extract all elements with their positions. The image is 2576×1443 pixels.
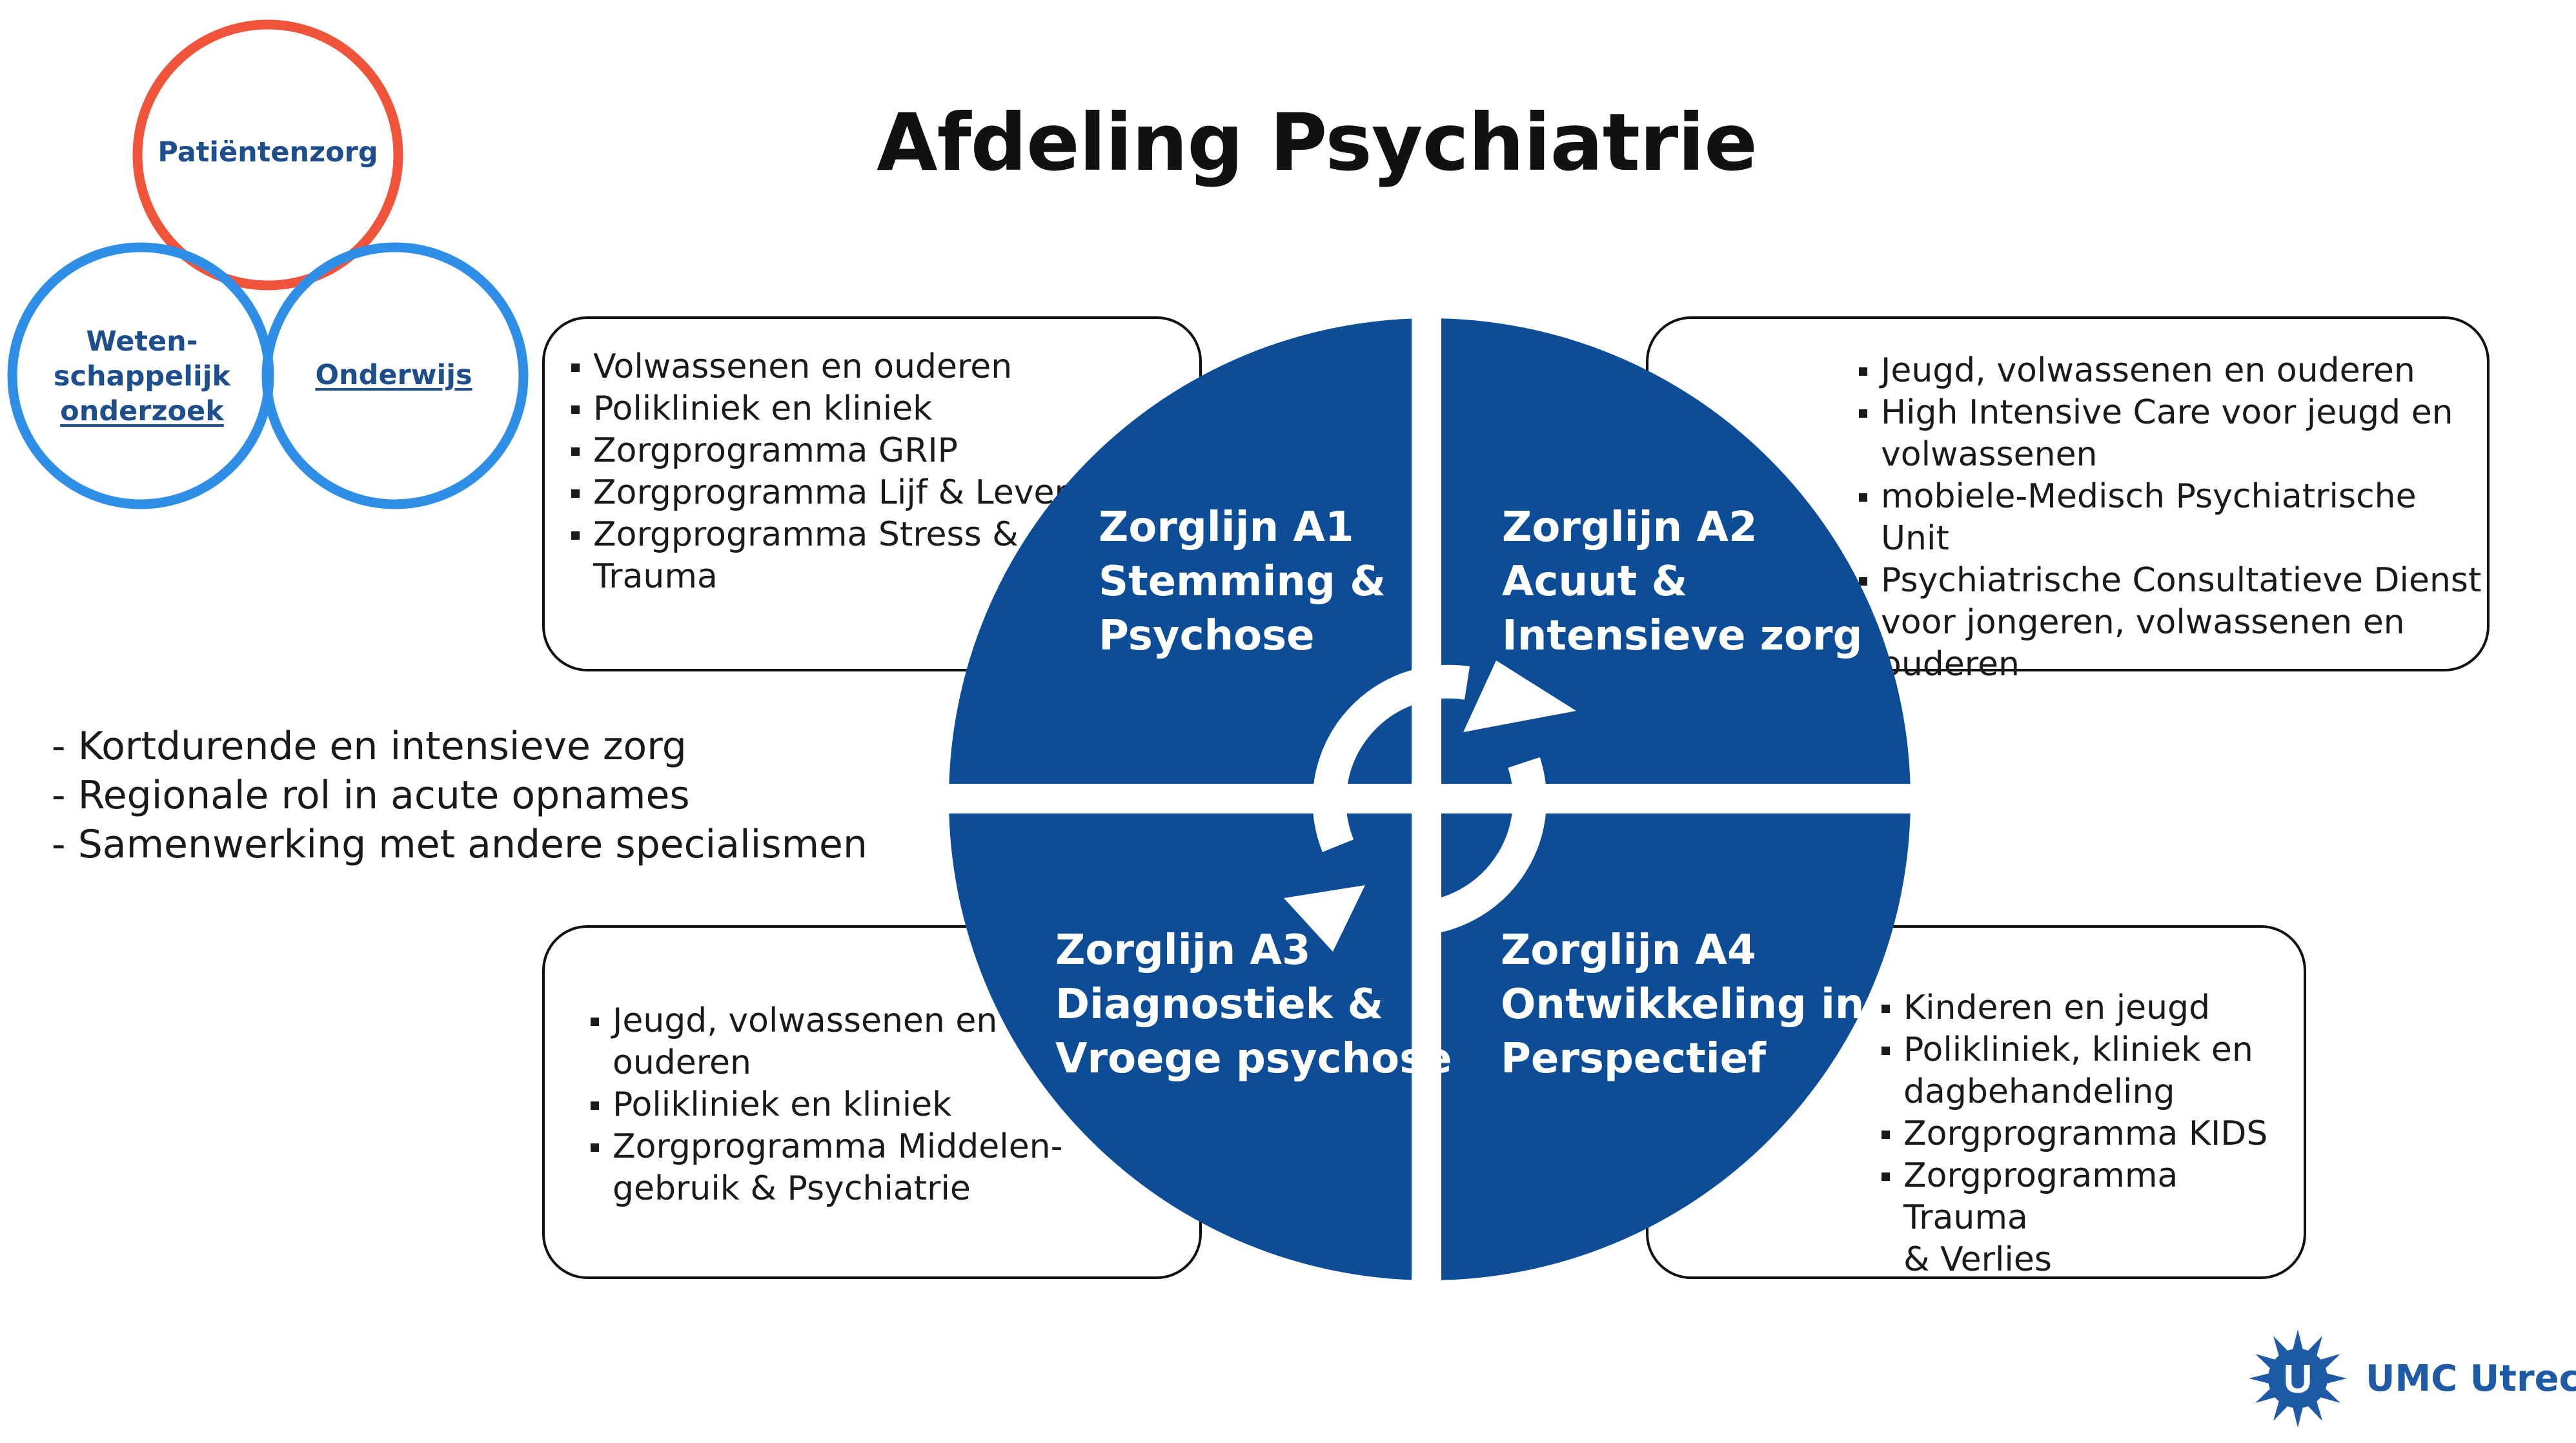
info-list-a2: Jeugd, volwassenen en ouderen High Inten… (1855, 350, 2487, 686)
info-list-a1: Volwassenen en ouderen Polikliniek en kl… (567, 346, 1075, 598)
info-list-a3: Jeugd, volwassenen en ouderen Poliklinie… (587, 1000, 1062, 1210)
info-list-a4: Kinderen en jeugd Polikliniek, kliniek e… (1878, 987, 2304, 1281)
list-item: Zorgprogramma Lijf & Leven (567, 472, 1075, 514)
feature-item: - Regionale rol in acute opnames (52, 773, 690, 818)
list-item: Zorgprogramma KIDS (1878, 1113, 2304, 1155)
venn-circle-onderwijs (261, 242, 529, 509)
venn-label-onderzoek: Weten- schappelijk onderzoek (53, 325, 231, 427)
venn-label-patientenzorg: Patiëntenzorg (157, 136, 378, 169)
quadrant-label-a2: Zorglijn A2 Acuut & Intensieve zorg (1502, 504, 1863, 660)
list-item: Polikliniek en kliniek (587, 1084, 1062, 1126)
list-item: Jeugd, volwassenen en ouderen (1855, 350, 2487, 392)
quadrant-label-a4: Zorglijn A4 Ontwikkeling in Perspectief (1501, 926, 1865, 1083)
zorglijn-circle (949, 318, 1911, 1280)
quadrant-label-a1: Zorglijn A1 Stemming & Psychose (1099, 504, 1386, 660)
feature-item: - Samenwerking met andere specialismen (52, 822, 867, 867)
venn-label-onderwijs: Onderwijs (315, 359, 472, 391)
list-item: Zorgprogramma Trauma & Verlies (1878, 1155, 2304, 1281)
features-list: - Kortdurende en intensieve zorg - Regio… (52, 722, 867, 869)
feature-item: - Kortdurende en intensieve zorg (52, 724, 687, 769)
list-item: Kinderen en jeugd (1878, 987, 2304, 1029)
list-item: Psychiatrische Consultatieve Dienst voor… (1855, 560, 2487, 686)
umc-sun-icon: U (2249, 1329, 2347, 1428)
list-item: Zorgprogramma GRIP (567, 430, 1075, 472)
list-item: Volwassenen en ouderen (567, 346, 1075, 388)
list-item: Zorgprogramma Stress & Trauma (567, 514, 1075, 598)
venn-diagram (7, 19, 529, 509)
svg-text:U: U (2284, 1357, 2313, 1402)
list-item: mobiele-Medisch Psychiatrische Unit (1855, 476, 2487, 560)
quadrant-label-a3: Zorglijn A3 Diagnostiek & Vroege psychos… (1055, 926, 1452, 1083)
page-title: Afdeling Psychiatrie (877, 97, 1758, 189)
list-item: Polikliniek en kliniek (567, 388, 1075, 430)
list-item: Zorgprogramma Middelen- gebruik & Psychi… (587, 1126, 1062, 1210)
list-item: Jeugd, volwassenen en ouderen (587, 1000, 1062, 1084)
venn-circle-patientenzorg (132, 19, 403, 291)
cycle-arrows-icon (1284, 660, 1576, 952)
logo-text: UMC Utrecht (2366, 1358, 2576, 1400)
list-item: Polikliniek, kliniek en dagbehandeling (1878, 1029, 2304, 1113)
list-item: High Intensive Care voor jeugd en volwas… (1855, 392, 2487, 476)
